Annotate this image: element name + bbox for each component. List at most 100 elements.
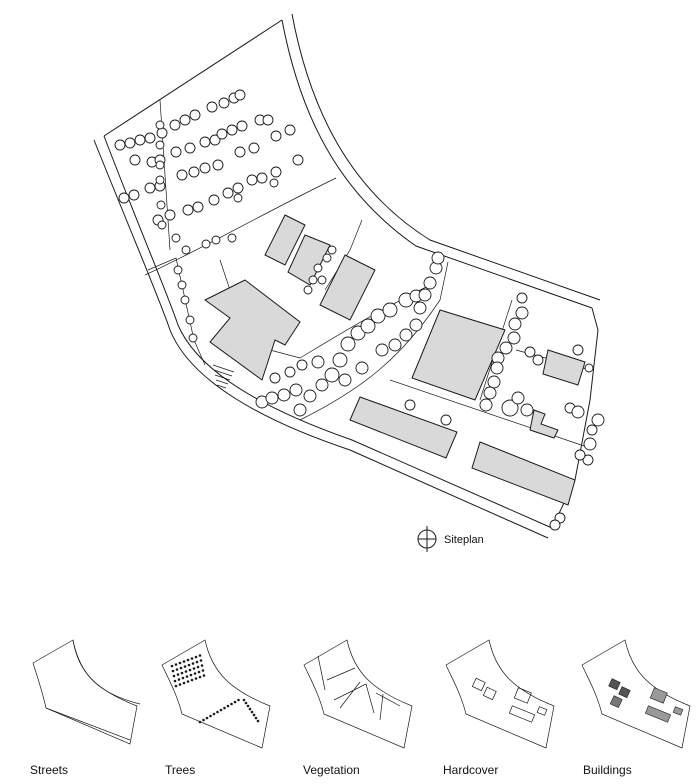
thumbnail-tree-dot-42 (202, 718, 205, 722)
tree-51 (155, 175, 165, 185)
building-h-small (542, 349, 586, 386)
tree-2 (124, 137, 136, 149)
thumbnail-row: Streets Trees Vegetation Hardcover (30, 639, 691, 777)
tree-24 (262, 114, 274, 126)
thumbnail-tree-dot-16 (199, 659, 203, 662)
tree-25 (118, 192, 130, 204)
tree-86 (338, 373, 352, 387)
footpath-5 (299, 261, 449, 421)
tree-9 (206, 101, 218, 113)
street-outer-edge (291, 13, 601, 301)
tree-32 (212, 159, 224, 171)
tree-38 (164, 209, 176, 221)
tree-89 (388, 338, 402, 352)
tree-91 (409, 318, 423, 332)
tree-49 (155, 140, 165, 150)
tree-75 (332, 352, 348, 368)
thumbnail-tree-dot-60 (256, 719, 260, 723)
siteplan-legend: Siteplan (417, 526, 484, 552)
tree-126 (549, 519, 561, 531)
tree-85 (296, 359, 308, 371)
tree-46 (270, 166, 282, 178)
site-boundary (103, 19, 283, 137)
tree-3 (134, 134, 146, 146)
tree-40 (192, 201, 204, 213)
thumbnail-tree-dot-53 (242, 698, 246, 702)
thumbnail-tree-dot-57 (250, 710, 254, 714)
thumbnail-tree-dot-20 (184, 670, 188, 673)
tree-54 (171, 233, 181, 243)
tree-106 (507, 331, 521, 345)
thumbnail-tree-dot-48 (223, 706, 226, 710)
tree-70 (289, 383, 303, 397)
tree-99 (322, 253, 332, 263)
thumbnail-tree-dot-6 (190, 657, 194, 660)
tree-53 (157, 220, 167, 230)
tree-109 (490, 361, 504, 375)
tree-98 (317, 275, 327, 285)
building-d-cross (204, 279, 301, 381)
north-arrow-icon (417, 526, 437, 552)
tree-13 (129, 154, 141, 166)
tree-63 (188, 333, 198, 343)
thumbnail-tree-dot-33 (174, 684, 178, 688)
footpath-6 (389, 379, 591, 449)
thumbnail-tree-dot-36 (186, 680, 190, 683)
thumbnail-tree-dot-22 (192, 667, 196, 670)
tree-115 (520, 403, 534, 417)
tree-52 (156, 200, 166, 210)
thumbnail-buildings: Buildings (581, 639, 691, 777)
tree-7 (179, 114, 191, 126)
tree-111 (483, 386, 497, 400)
tree-45 (256, 172, 268, 184)
tree-80 (382, 302, 398, 318)
thumbnail-tree-dot-31 (197, 670, 201, 674)
thumbnail-tree-dot-1 (170, 664, 174, 668)
tree-59 (173, 265, 183, 275)
tree-101 (303, 285, 313, 295)
tree-39 (182, 204, 194, 216)
thumbnail-tree-dot-2 (174, 663, 178, 666)
tree-92 (413, 301, 427, 315)
thumbnail-tree-dot-46 (216, 710, 219, 714)
tree-1 (114, 139, 126, 151)
tree-84 (284, 366, 296, 378)
tree-71 (303, 389, 317, 403)
building-f-long (349, 396, 458, 459)
thumbnail-tree-dot-27 (181, 676, 185, 680)
tree-107 (499, 341, 513, 355)
tree-43 (232, 182, 244, 194)
tree-129 (404, 399, 416, 411)
tree-74 (324, 367, 340, 383)
tree-22 (236, 120, 248, 132)
tree-68 (277, 388, 291, 402)
tree-26 (128, 189, 140, 201)
tree-116 (524, 346, 536, 358)
thumbnail-tree-dot-7 (194, 655, 198, 659)
thumbnail-tree-dot-47 (219, 708, 223, 712)
thumbnail-tree-dot-50 (230, 702, 233, 706)
tree-94 (423, 276, 437, 290)
entry-stairs (212, 364, 235, 389)
tree-36 (284, 124, 296, 136)
tree-73 (311, 355, 325, 369)
tree-119 (571, 405, 585, 419)
thumbnail-streets: Streets (30, 639, 141, 777)
tree-64 (269, 178, 279, 188)
thumbnail-trees-dots (170, 654, 260, 724)
tree-90 (399, 328, 413, 342)
thumbnail-tree-dot-8 (198, 654, 202, 657)
thumbnail-tree-dot-39 (198, 675, 202, 679)
tree-127 (572, 344, 584, 356)
thumbnail-label-streets: Streets (30, 763, 68, 777)
tree-120 (591, 413, 605, 427)
tree-103 (516, 292, 528, 304)
thumbnail-tree-dot-9 (171, 669, 175, 673)
tree-48 (155, 120, 165, 130)
tree-102 (308, 275, 318, 285)
thumbnail-tree-dot-41 (198, 720, 202, 724)
thumbnail-tree-dot-15 (195, 660, 199, 664)
tree-72 (315, 378, 329, 392)
tree-35 (270, 130, 282, 142)
